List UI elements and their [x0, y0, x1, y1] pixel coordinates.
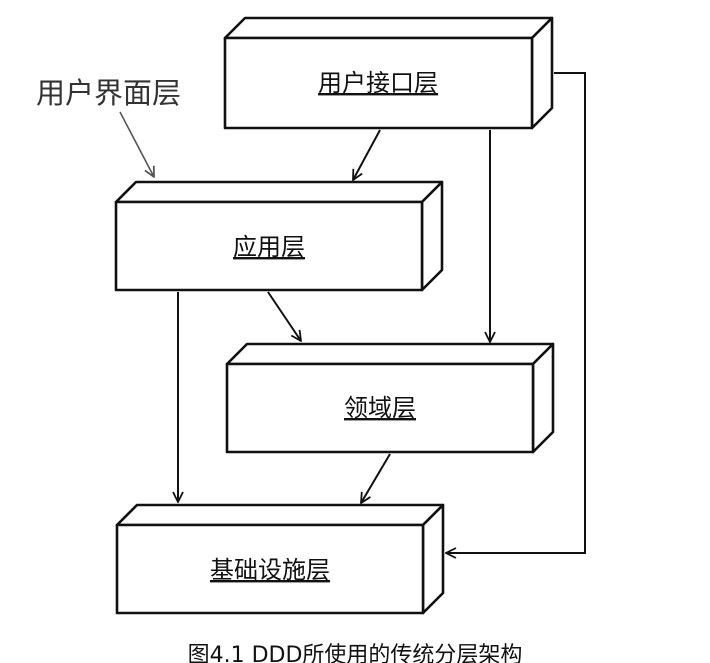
arrow-application-to-domain [267, 291, 301, 341]
infrastructure-layer-label: 基础设施层 [210, 556, 330, 584]
arrow-ui-to-infrastructure [446, 72, 586, 553]
arrow-domain-to-infrastructure [361, 453, 391, 503]
ui-layer-label: 用户接口层 [318, 69, 438, 97]
ui-layer-callout: 用户界面层 [36, 76, 181, 110]
figure-caption: 图4.1 DDD所使用的传统分层架构 [188, 643, 523, 663]
arrow-ui-to-application [353, 129, 381, 180]
ui-layer-box: 用户接口层 [223, 16, 554, 130]
domain-layer-box: 领域层 [225, 342, 555, 454]
application-layer-box: 应用层 [114, 180, 444, 292]
application-layer-label: 应用层 [233, 233, 305, 261]
infrastructure-layer-box: 基础设施层 [115, 503, 445, 615]
domain-layer-label: 领域层 [344, 394, 416, 422]
callout-pointer [119, 111, 154, 177]
